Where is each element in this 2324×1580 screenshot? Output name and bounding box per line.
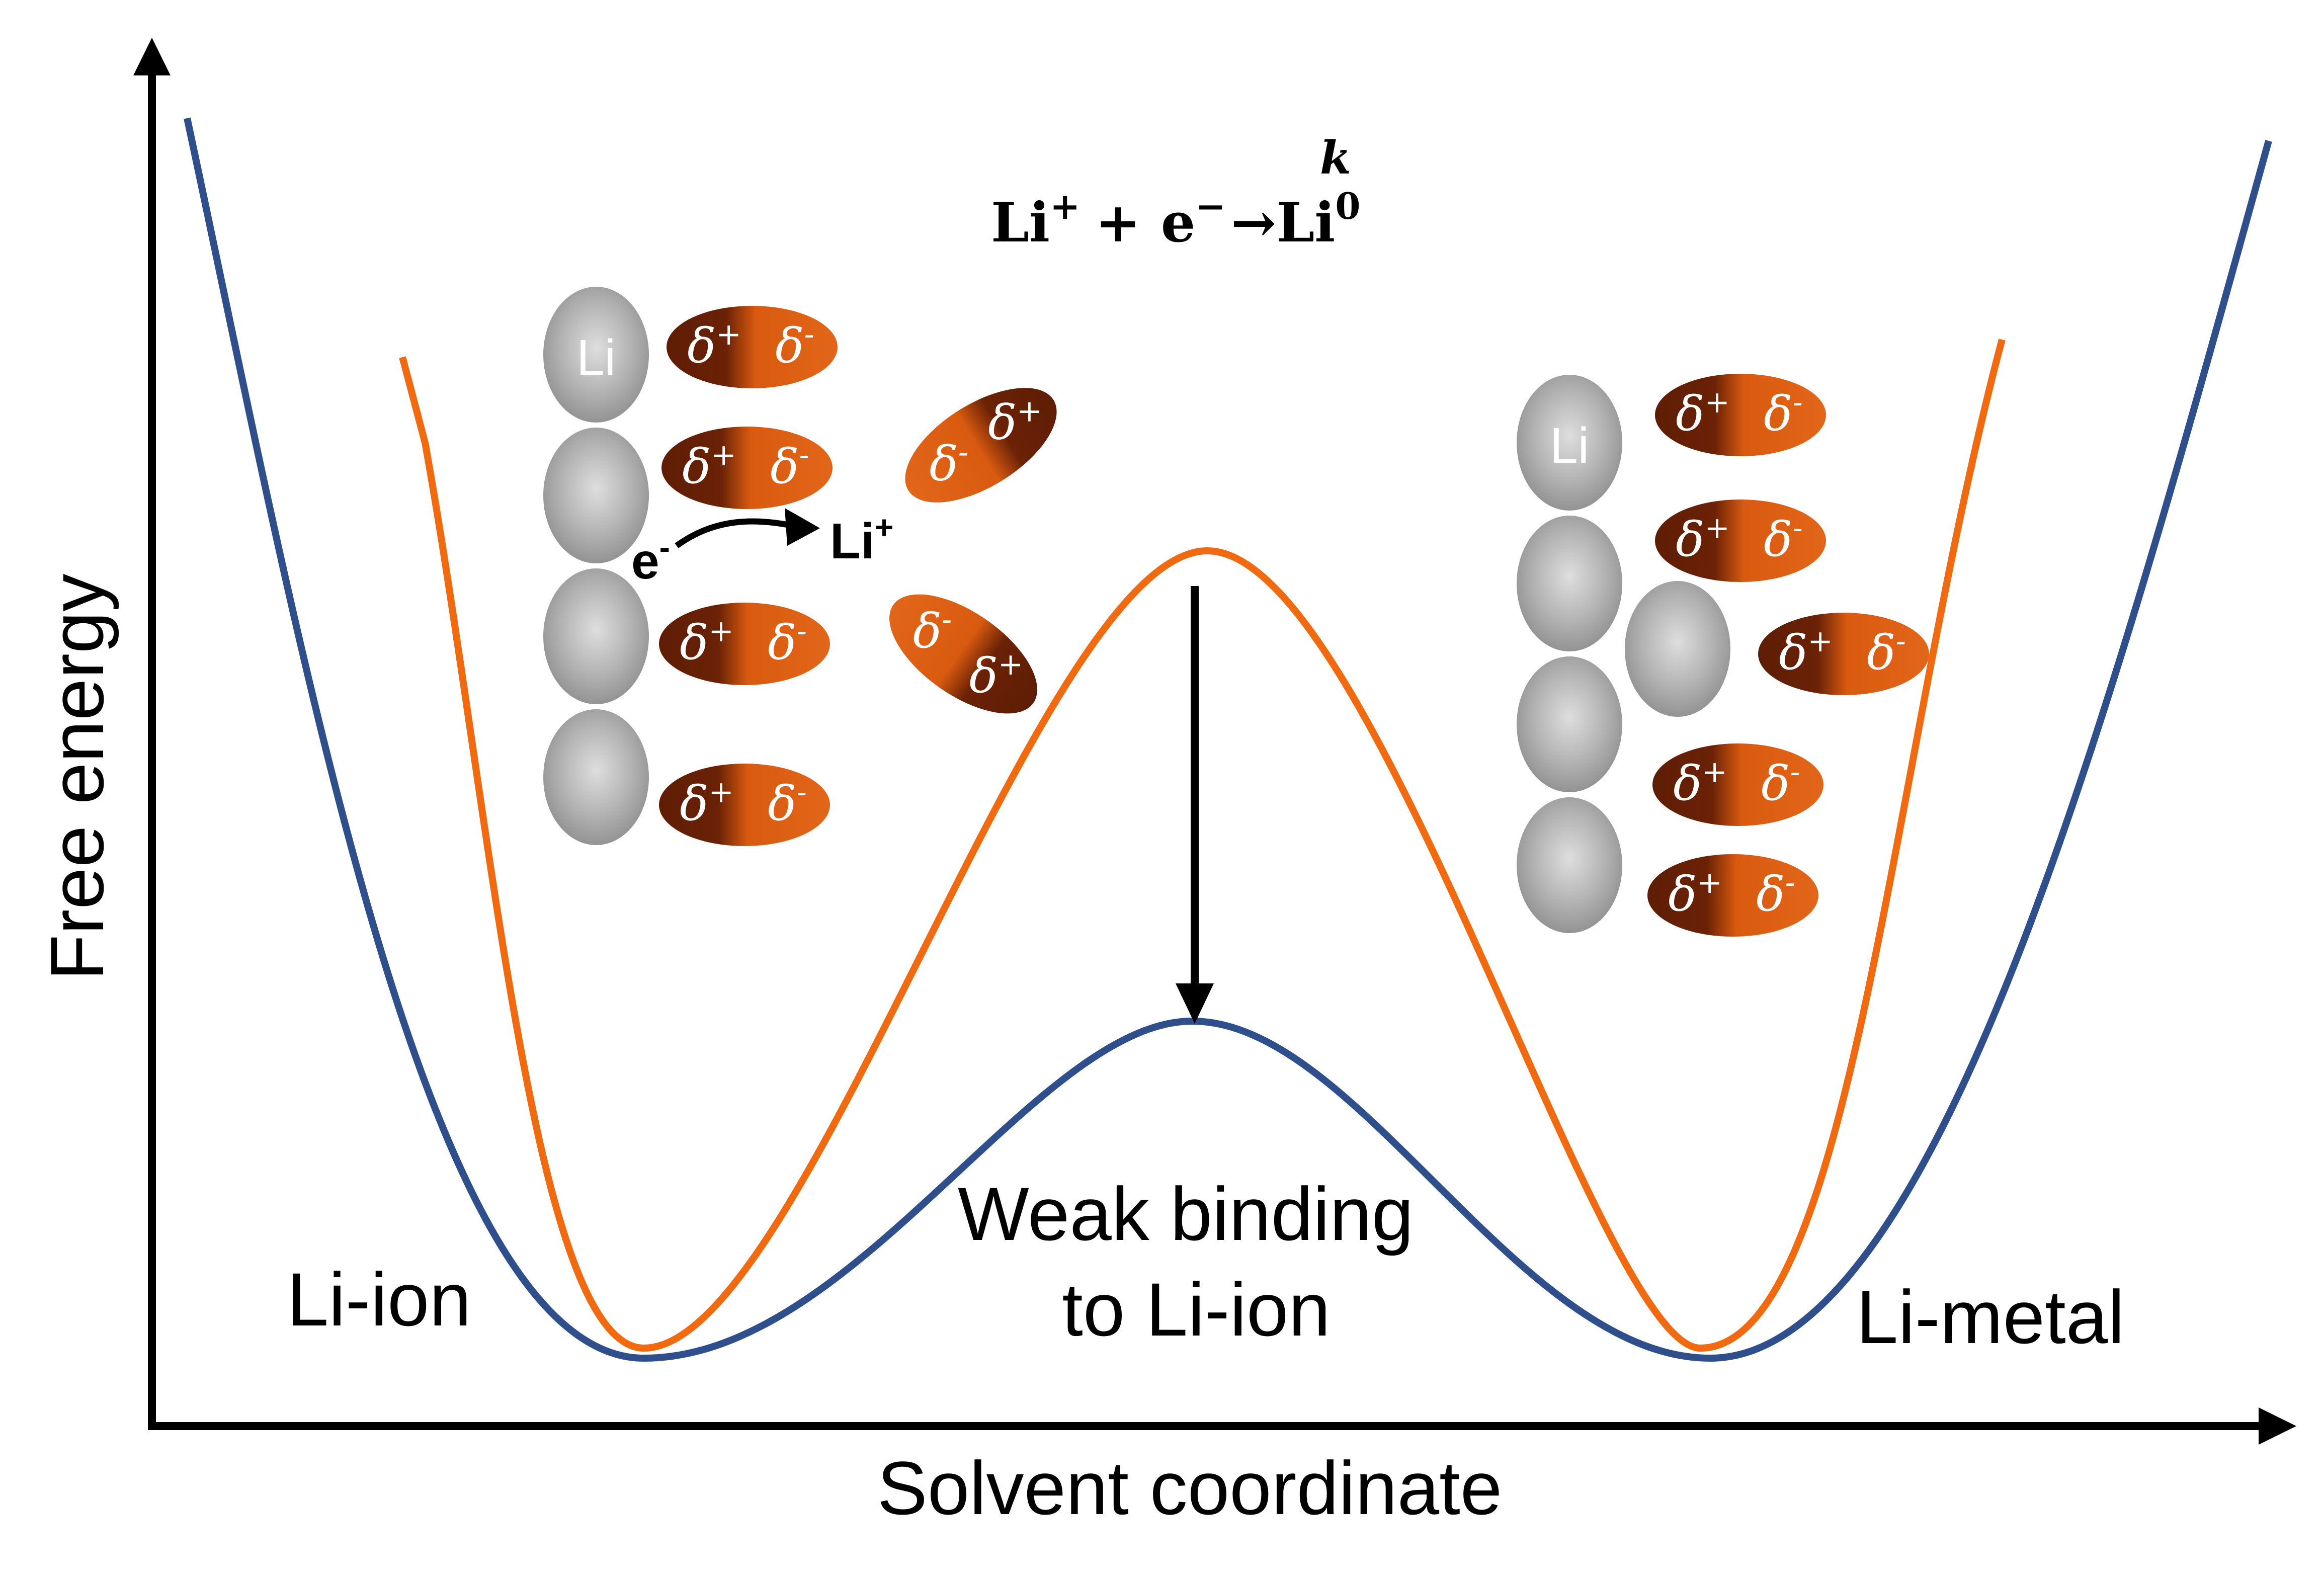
svg-text:δ+: δ+ <box>680 775 733 831</box>
svg-text:δ-: δ- <box>1756 865 1795 922</box>
y-axis-arrowhead <box>133 38 171 75</box>
svg-text:δ+: δ+ <box>1668 865 1722 922</box>
svg-text:δ-: δ- <box>770 438 809 494</box>
atom <box>543 287 649 423</box>
solvent-molecule: δ+ δ- <box>659 603 830 685</box>
solvent-molecule: δ+ δ- <box>1652 743 1823 826</box>
right-solvent-layer: δ+ δ- δ+ δ- δ+ δ- δ+ δ- δ+ δ- <box>1647 374 1929 937</box>
electron-transfer-arrow <box>675 518 793 548</box>
solvent-molecule: δ+ δ- <box>661 427 833 509</box>
y-axis-label: Free energy <box>35 574 119 981</box>
barrier-lowering-arrowhead <box>1176 983 1214 1024</box>
svg-text:δ-: δ- <box>775 317 814 374</box>
solvent-molecule-free: δ- δ+ <box>889 594 1037 714</box>
solvent-molecule: δ+ δ- <box>1655 500 1826 582</box>
electron-transfer: e- Li+ <box>631 508 893 590</box>
svg-text:δ-: δ- <box>768 614 806 671</box>
svg-text:δ-: δ- <box>1761 755 1800 811</box>
atom <box>1517 375 1622 511</box>
left-electrode: Li <box>543 287 649 845</box>
svg-text:δ+: δ+ <box>1676 385 1729 442</box>
atom <box>543 709 649 845</box>
atom <box>543 568 649 704</box>
svg-text:δ+: δ+ <box>1676 511 1729 567</box>
atom-label: Li <box>1550 418 1589 474</box>
svg-text:δ-: δ- <box>1764 385 1802 442</box>
electron-label: e- <box>631 529 670 590</box>
strong-binding-curve <box>399 339 2006 1352</box>
atom <box>1517 797 1622 933</box>
svg-text:δ+: δ+ <box>1673 755 1727 811</box>
solvent-molecule: δ+ δ- <box>1758 613 1929 695</box>
li-ion-label: Li-ion <box>287 1257 471 1342</box>
solvent-molecule: δ+ δ- <box>1647 854 1818 937</box>
svg-text:δ+: δ+ <box>682 438 736 494</box>
solvent-molecule-free: δ- δ+ <box>905 388 1057 503</box>
right-electrode: Li <box>1517 375 1730 933</box>
atom <box>1517 656 1622 792</box>
reaction-equation: Li++e−→Li0 <box>991 185 1360 255</box>
svg-text:δ+: δ+ <box>680 614 733 671</box>
svg-text:δ-: δ- <box>913 602 952 659</box>
rate-constant: k <box>1320 131 1351 185</box>
weak-binding-curve <box>184 117 2272 1362</box>
svg-text:δ-: δ- <box>1764 511 1802 567</box>
atom <box>543 428 649 563</box>
svg-text:δ-: δ- <box>930 435 968 492</box>
svg-text:δ+: δ+ <box>687 317 741 374</box>
atom-label: Li <box>576 329 616 386</box>
solvent-molecule: δ+ δ- <box>1655 374 1826 456</box>
solvent-molecule: δ+ δ- <box>667 306 838 388</box>
left-solvent-layer: δ+ δ- δ+ δ- δ+ δ- δ+ δ- δ- δ+ δ- δ+ <box>659 306 1057 846</box>
x-axis-arrowhead <box>2259 1407 2296 1445</box>
atom-deposited <box>1625 581 1730 717</box>
li-ion-annotation: Li+ <box>830 509 893 569</box>
svg-text:δ+: δ+ <box>969 647 1023 704</box>
svg-text:δ+: δ+ <box>1779 624 1833 681</box>
solvent-molecule: δ+ δ- <box>659 764 830 846</box>
weak-binding-label: Weak binding to Li-ion <box>958 1172 1435 1352</box>
svg-text:δ+: δ+ <box>988 394 1042 451</box>
electron-transfer-arrowhead <box>785 508 820 546</box>
svg-text:δ-: δ- <box>1867 624 1905 681</box>
x-axis-label: Solvent coordinate <box>877 1446 1502 1530</box>
atom <box>1517 516 1622 651</box>
svg-text:δ-: δ- <box>768 775 806 831</box>
axes <box>133 38 2296 1445</box>
li-metal-label: Li-metal <box>1856 1275 2125 1359</box>
